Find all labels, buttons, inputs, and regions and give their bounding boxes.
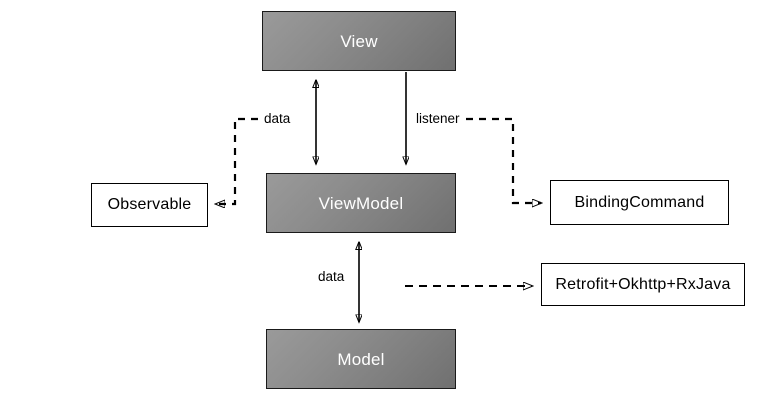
node-viewmodel-label: ViewModel: [318, 193, 404, 213]
edge-data-observable: [216, 117, 258, 204]
edge-label-data-top: data: [264, 111, 291, 126]
node-view[interactable]: View: [262, 11, 456, 71]
node-retrofit-label: Retrofit+Okhttp+RxJava: [555, 275, 731, 293]
node-retrofit[interactable]: Retrofit+Okhttp+RxJava: [541, 263, 745, 306]
node-observable[interactable]: Observable: [91, 183, 208, 227]
node-model-label: Model: [337, 349, 385, 369]
node-model[interactable]: Model: [266, 329, 456, 389]
edge-label-data-bottom: data: [318, 269, 345, 284]
edge-label-listener: listener: [416, 111, 460, 126]
node-observable-label: Observable: [107, 196, 192, 213]
node-bindingcommand-label: BindingCommand: [574, 193, 705, 211]
node-bindingcommand[interactable]: BindingCommand: [550, 180, 729, 225]
edge-listener-bindingcommand: [466, 117, 541, 203]
node-view-label: View: [340, 31, 378, 51]
node-viewmodel[interactable]: ViewModel: [266, 173, 456, 233]
